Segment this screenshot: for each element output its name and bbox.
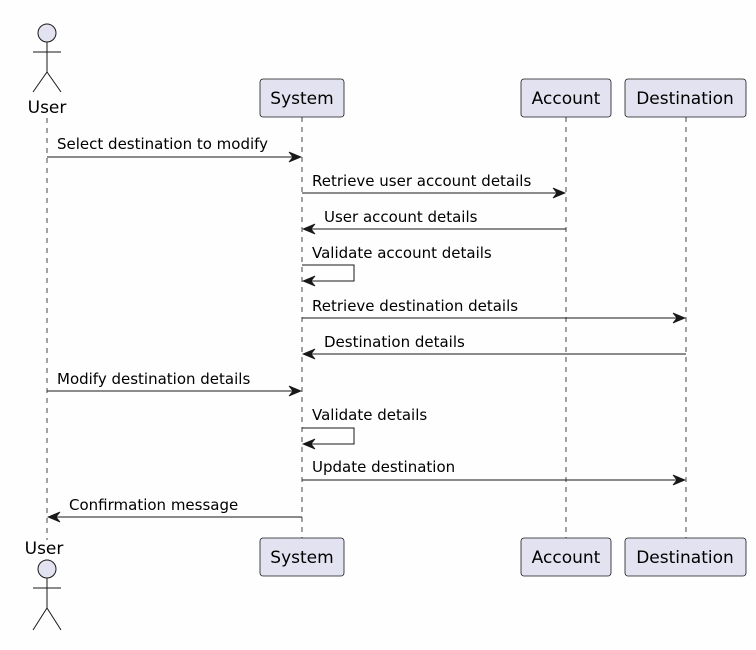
message-8-label: Validate details: [312, 406, 427, 424]
participant-destination-bottom-label: Destination: [636, 548, 734, 568]
message-7: Modify destination details: [47, 370, 303, 397]
arrow-left-icon: [301, 438, 316, 450]
actor-user-bottom-label: User: [25, 539, 64, 559]
message-9-label: Update destination: [312, 458, 455, 476]
arrow-right-icon: [672, 474, 687, 486]
actor-user-bottom: User: [25, 539, 64, 631]
participant-destination-bottom: Destination: [624, 537, 747, 577]
actor-user-top-label: User: [28, 98, 67, 118]
message-3: User account details: [301, 208, 566, 235]
arrow-left-icon: [301, 223, 316, 235]
participant-system-top: System: [259, 78, 345, 118]
message-10-label: Confirmation message: [69, 496, 238, 514]
arrow-left-icon: [301, 348, 316, 360]
message-1: Select destination to modify: [47, 135, 303, 163]
message-6: Destination details: [301, 333, 686, 360]
actor-head-icon: [37, 23, 57, 43]
message-9: Update destination: [302, 458, 687, 486]
message-10: Confirmation message: [46, 496, 302, 523]
arrow-left-icon: [301, 275, 316, 287]
arrow-right-icon: [288, 385, 303, 397]
participant-system-top-label: System: [270, 89, 333, 109]
actor-user-top: User: [28, 23, 67, 118]
arrow-left-icon: [46, 511, 61, 523]
message-4: Validate account details: [301, 244, 492, 287]
participant-account-top-label: Account: [532, 89, 601, 109]
participant-system-bottom: System: [259, 537, 345, 577]
arrow-right-icon: [672, 312, 687, 324]
arrow-right-icon: [552, 187, 567, 199]
participant-account-bottom-label: Account: [532, 548, 601, 568]
message-8: Validate details: [301, 406, 427, 450]
message-7-label: Modify destination details: [57, 370, 250, 388]
actor-head-icon: [37, 559, 57, 579]
message-1-label: Select destination to modify: [57, 135, 268, 153]
message-2: Retrieve user account details: [302, 172, 567, 199]
participant-account-bottom: Account: [520, 537, 612, 577]
message-6-label: Destination details: [324, 333, 465, 351]
message-5: Retrieve destination details: [302, 297, 687, 324]
message-5-label: Retrieve destination details: [312, 297, 518, 315]
participant-destination-top-label: Destination: [636, 89, 734, 109]
message-4-label: Validate account details: [312, 244, 492, 262]
participant-account-top: Account: [520, 78, 612, 118]
message-2-label: Retrieve user account details: [312, 172, 531, 190]
message-3-label: User account details: [324, 208, 478, 226]
arrow-right-icon: [288, 151, 303, 163]
participant-system-bottom-label: System: [270, 548, 333, 568]
participant-destination-top: Destination: [624, 78, 747, 118]
